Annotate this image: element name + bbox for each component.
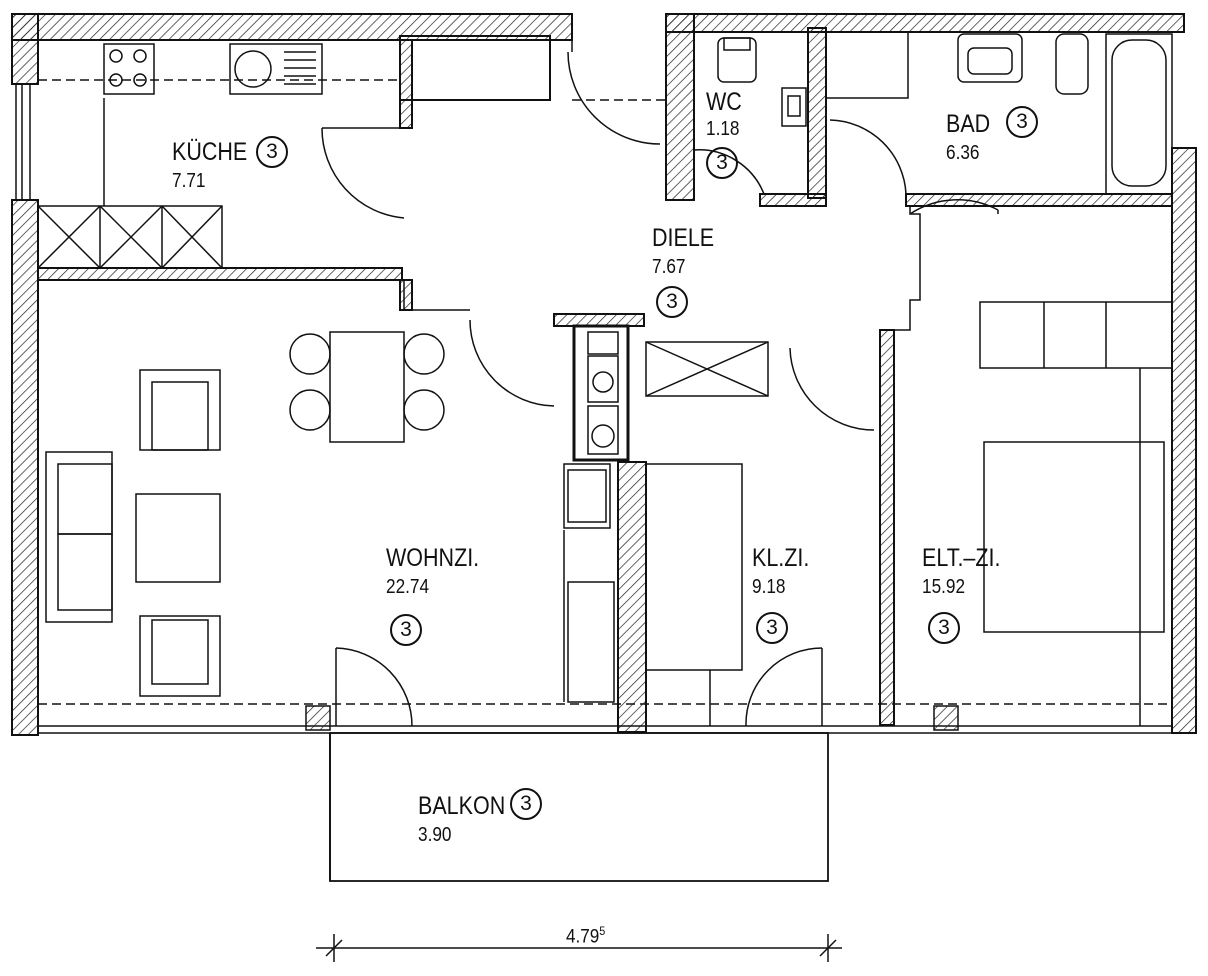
room-area: 22.74	[386, 576, 430, 598]
room-area: 15.92	[922, 576, 966, 598]
exterior-walls	[11, 13, 1197, 736]
bottom-facade	[38, 703, 1172, 734]
kitchen-furniture	[37, 43, 666, 269]
room-badge: 3	[756, 612, 788, 644]
room-label-kueche: KÜCHE 7.71	[172, 138, 248, 192]
room-badge: 3	[256, 136, 288, 168]
dimension-line	[316, 934, 842, 962]
room-label-diele: DIELE 7.67	[652, 224, 715, 278]
room-label-bad: BAD 6.36	[946, 110, 991, 164]
room-area: 9.18	[752, 576, 786, 598]
room-area: 7.67	[652, 256, 686, 278]
room-name: ELT.–ZI.	[922, 544, 1001, 572]
room-label-wc: WC 1.18	[706, 88, 742, 140]
window-left	[15, 84, 31, 200]
doors	[321, 40, 999, 727]
dimension-superscript: 5	[599, 924, 606, 938]
room-badge: 3	[656, 286, 688, 318]
room-name: KL.ZI.	[752, 544, 810, 572]
bedroom-furniture	[645, 301, 1173, 726]
room-name: DIELE	[652, 224, 715, 252]
bath-fixtures	[717, 31, 1173, 195]
room-name: BALKON	[418, 792, 506, 820]
room-area: 3.90	[418, 824, 452, 846]
room-badge: 3	[510, 788, 542, 820]
room-label-wohnzi: WOHNZI. 22.74	[386, 544, 480, 598]
room-label-balkon: BALKON 3.90	[418, 792, 506, 846]
room-label-eltzi: ELT.–ZI. 15.92	[922, 544, 1001, 598]
room-badge: 3	[1006, 106, 1038, 138]
dimension-label: 4.795	[566, 924, 605, 948]
room-badge: 3	[928, 612, 960, 644]
room-area: 7.71	[172, 170, 206, 192]
room-name: BAD	[946, 110, 991, 138]
room-area: 1.18	[706, 118, 740, 140]
room-badge: 3	[706, 147, 738, 179]
room-name: KÜCHE	[172, 138, 248, 166]
living-furniture	[45, 331, 615, 703]
room-area: 6.36	[946, 142, 980, 164]
room-name: WOHNZI.	[386, 544, 480, 572]
room-name: WC	[706, 88, 742, 116]
room-badge: 3	[390, 614, 422, 646]
balcony	[329, 732, 829, 882]
shaft-appliances	[572, 324, 630, 462]
room-label-klzi: KL.ZI. 9.18	[752, 544, 810, 598]
dimension-value: 4.79	[566, 926, 600, 948]
